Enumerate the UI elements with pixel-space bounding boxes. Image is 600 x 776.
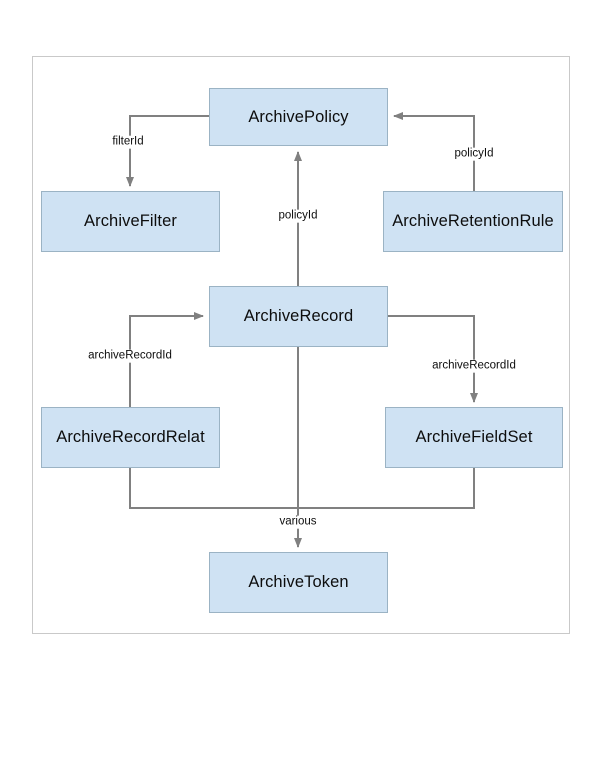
edge-retention-rule-to-policy <box>393 112 475 191</box>
edge-label-various: various <box>277 515 319 529</box>
edge-all-to-token <box>129 347 475 548</box>
node-label: ArchiveToken <box>248 573 349 591</box>
edge-record-to-field-set <box>388 315 478 403</box>
node-archive-policy[interactable]: ArchivePolicy <box>209 88 388 146</box>
edge-label-archive-record-id-right: archiveRecordId <box>430 359 518 373</box>
node-archive-record-relat[interactable]: ArchiveRecordRelat <box>41 407 220 468</box>
node-archive-token[interactable]: ArchiveToken <box>209 552 388 613</box>
node-archive-retention-rule[interactable]: ArchiveRetentionRule <box>383 191 563 252</box>
node-label: ArchiveFilter <box>84 212 177 230</box>
node-label: ArchiveFieldSet <box>415 428 533 446</box>
node-archive-record[interactable]: ArchiveRecord <box>209 286 388 347</box>
edge-label-policy-id-record: policyId <box>276 209 320 223</box>
node-label: ArchivePolicy <box>248 107 349 126</box>
edge-label-filter-id: filterId <box>110 135 146 149</box>
node-label: ArchiveRecordRelat <box>56 428 205 446</box>
edge-policy-to-filter <box>126 115 209 187</box>
edge-record-relat-to-record <box>129 312 204 407</box>
node-label: ArchiveRecord <box>243 307 354 325</box>
node-label: ArchiveRetentionRule <box>392 212 554 230</box>
node-archive-filter[interactable]: ArchiveFilter <box>41 191 220 252</box>
edge-label-archive-record-id-left: archiveRecordId <box>86 349 174 363</box>
node-archive-field-set[interactable]: ArchiveFieldSet <box>385 407 563 468</box>
edge-label-policy-id-retention: policyId <box>452 147 496 161</box>
